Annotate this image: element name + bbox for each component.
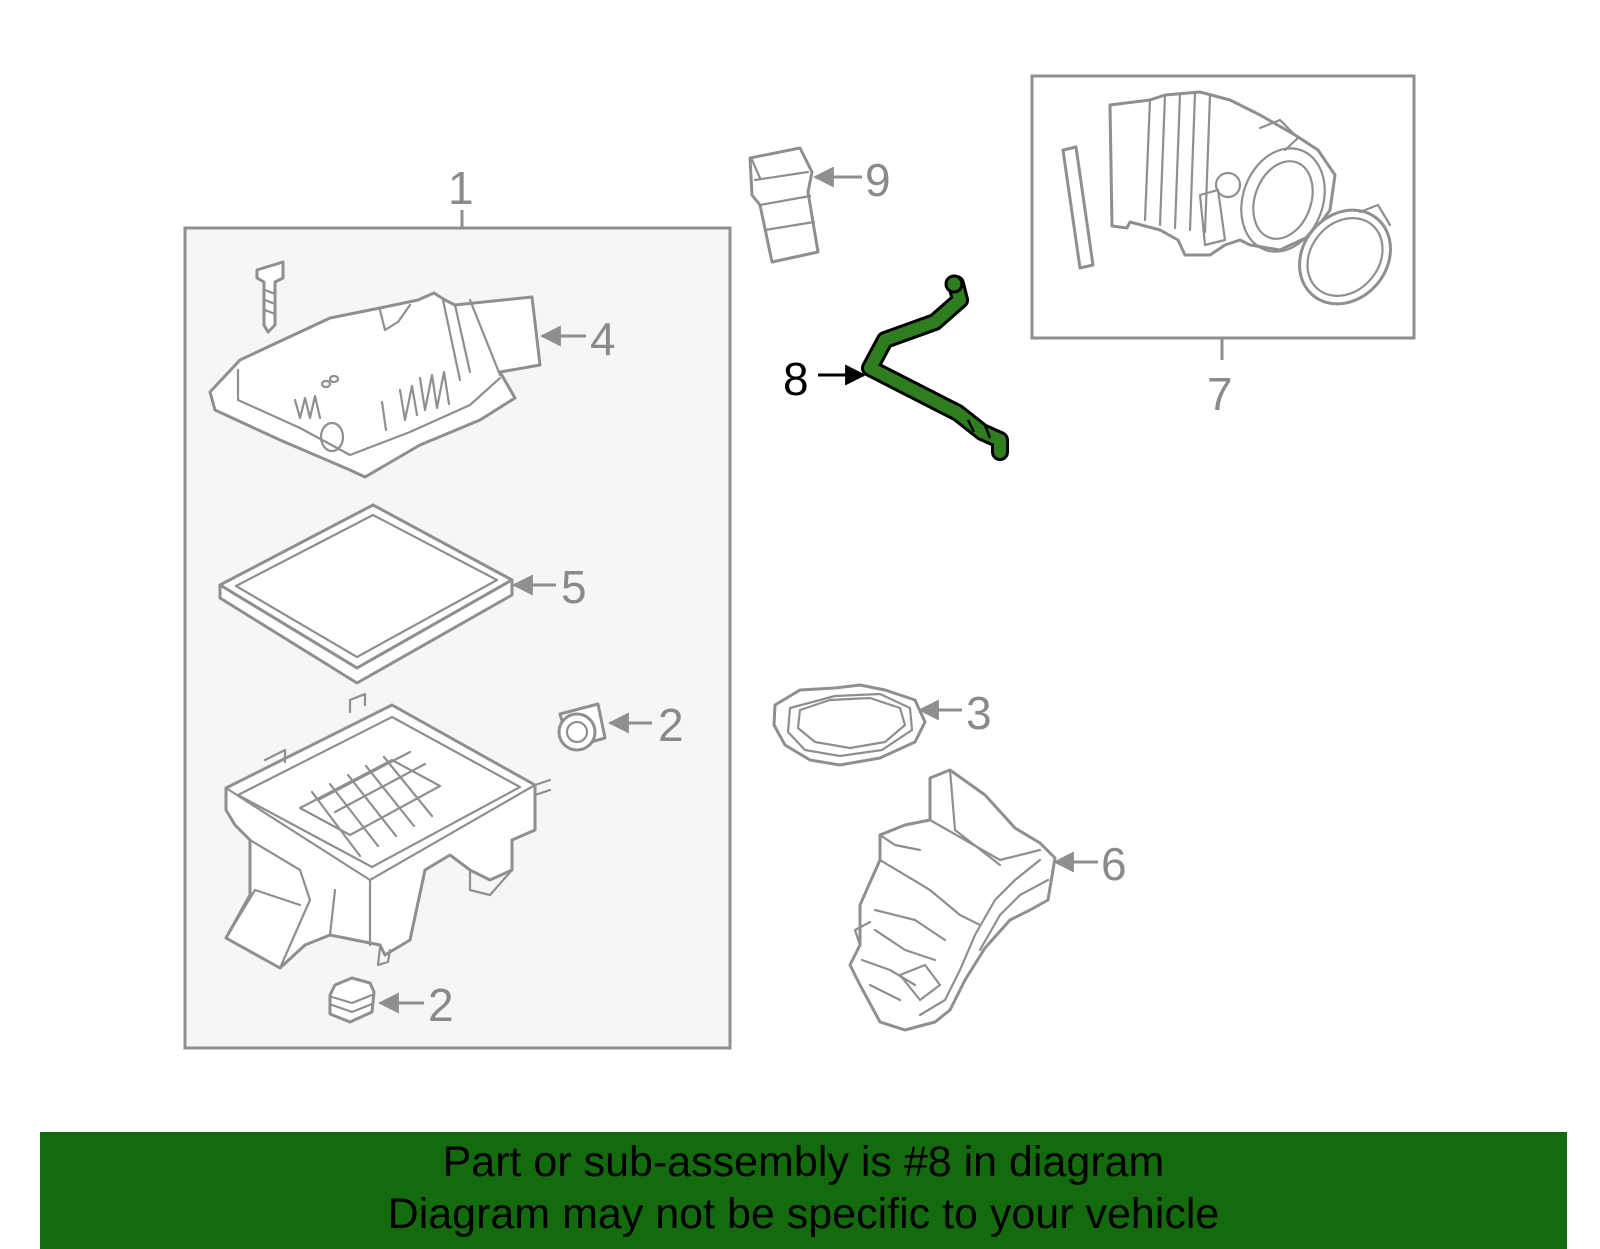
callout-6[interactable]: 6 <box>1101 838 1127 890</box>
info-banner: Part or sub-assembly is #8 in diagram Di… <box>40 1132 1567 1249</box>
part-3-seal[interactable] <box>772 683 927 767</box>
callout-5[interactable]: 5 <box>561 561 587 613</box>
callout-3[interactable]: 3 <box>966 687 992 739</box>
callout-8[interactable]: 8 <box>783 353 809 405</box>
air-cleaner-lower-housing <box>224 692 552 970</box>
callout-9[interactable]: 9 <box>865 154 891 206</box>
part-6-air-inlet-duct[interactable] <box>848 768 1057 1032</box>
callout-2-upper[interactable]: 2 <box>658 699 684 751</box>
callout-7[interactable]: 7 <box>1207 368 1233 420</box>
banner-line-2: Diagram may not be specific to your vehi… <box>387 1190 1220 1238</box>
part-2-grommet-upper[interactable] <box>557 702 607 752</box>
callout-1[interactable]: 1 <box>448 162 474 214</box>
part-8-hose-highlighted[interactable] <box>861 274 1009 461</box>
banner-line-1: Part or sub-assembly is #8 in diagram <box>442 1138 1165 1186</box>
part-4-air-cleaner-cover[interactable] <box>208 260 542 479</box>
callout-2-lower[interactable]: 2 <box>428 979 454 1031</box>
callout-4[interactable]: 4 <box>590 313 616 365</box>
part-7-outlet-duct[interactable] <box>1061 90 1409 322</box>
part-9-mass-airflow-sensor[interactable] <box>748 146 820 264</box>
part-2-grommet-lower[interactable] <box>328 976 376 1024</box>
